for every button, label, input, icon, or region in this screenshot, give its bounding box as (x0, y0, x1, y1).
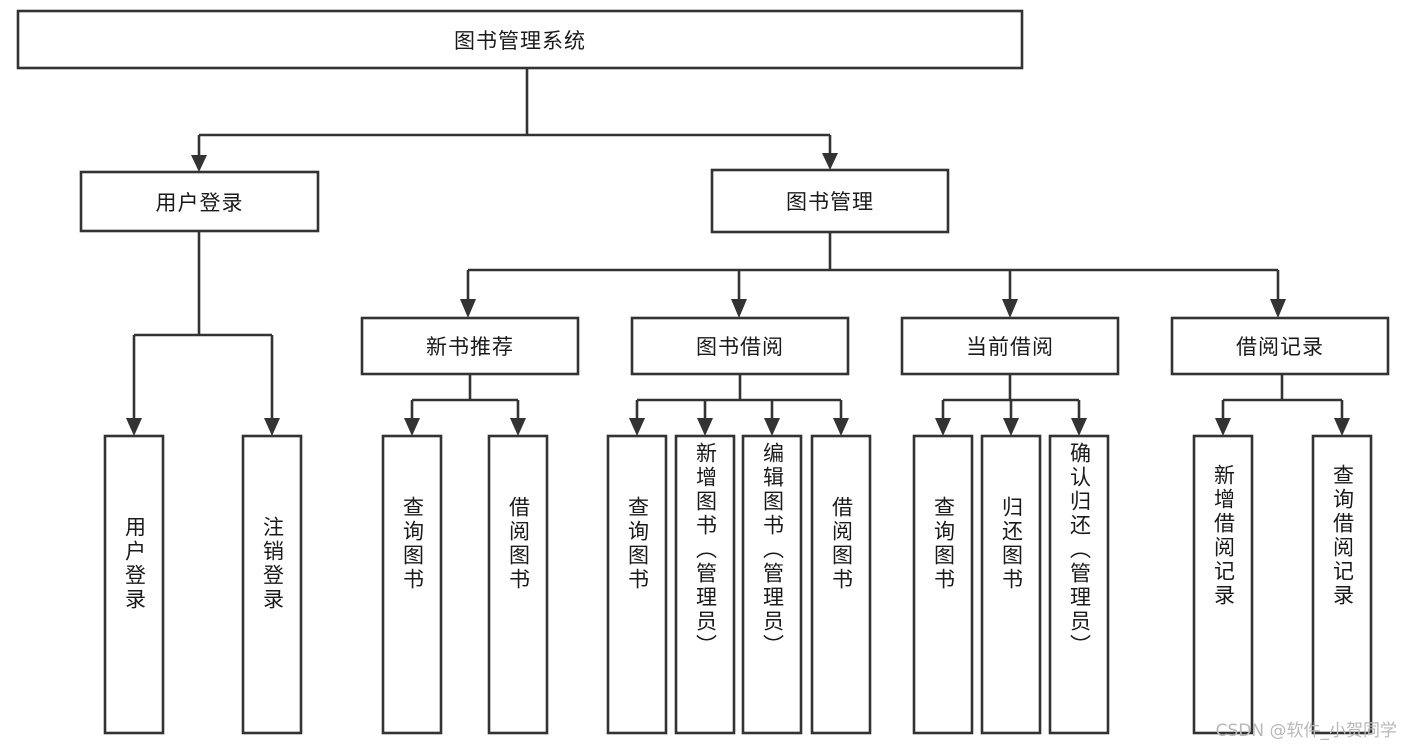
node-user-login[interactable] (79, 170, 320, 233)
arrow-head-leaf-borrow-book-2 (833, 418, 849, 436)
node-leaf-borrow-book-2[interactable] (810, 434, 872, 735)
node-leaf-add-record[interactable] (1192, 434, 1254, 735)
arrow-head-leaf-edit-book (764, 418, 780, 436)
arrow-head-leaf-borrow-book-1 (510, 418, 526, 436)
csdn-watermark: CSDN @软件_小贺同学 (1215, 721, 1397, 741)
node-current-borrow[interactable] (900, 316, 1120, 376)
arrow-head-leaf-return-book (1003, 418, 1019, 436)
arrow-head-book-manage (822, 153, 838, 170)
arrow-head-leaf-query-book-1 (404, 418, 420, 436)
node-leaf-borrow-book-1[interactable] (487, 434, 549, 735)
arrow-head-leaf-add-record (1215, 418, 1231, 436)
arrow-head-leaf-logout-login (264, 418, 280, 436)
node-leaf-query-book-1[interactable] (381, 434, 443, 735)
node-book-borrow[interactable] (630, 316, 850, 376)
node-leaf-query-book-3[interactable] (912, 434, 974, 735)
node-leaf-edit-book[interactable] (741, 434, 803, 735)
arrow-head-leaf-query-record (1334, 418, 1350, 436)
node-book-manage[interactable] (710, 168, 950, 234)
node-leaf-logout-login[interactable] (241, 434, 303, 735)
arrow-head-leaf-add-book (697, 418, 713, 436)
node-leaf-return-book[interactable] (980, 434, 1042, 735)
node-leaf-confirm-return[interactable] (1048, 434, 1110, 735)
arrow-head-new-book-recommend (460, 299, 476, 318)
node-leaf-query-record[interactable] (1311, 434, 1373, 735)
node-leaf-add-book[interactable] (674, 434, 736, 735)
node-leaf-query-book-2[interactable] (606, 434, 668, 735)
arrow-head-current-borrow (1002, 299, 1018, 318)
arrow-head-leaf-query-book-3 (935, 418, 951, 436)
arrow-head-user-login (191, 155, 207, 172)
arrow-head-borrow-record (1270, 299, 1286, 318)
arrow-head-book-borrow (731, 299, 747, 318)
node-new-book-recommend[interactable] (360, 316, 580, 376)
node-leaf-user-login[interactable] (103, 434, 165, 735)
node-root[interactable] (16, 9, 1024, 70)
arrow-head-leaf-query-book-2 (629, 418, 645, 436)
node-borrow-record[interactable] (1170, 316, 1390, 376)
arrow-head-leaf-confirm-return (1071, 418, 1087, 436)
arrow-head-leaf-user-login (126, 418, 142, 436)
